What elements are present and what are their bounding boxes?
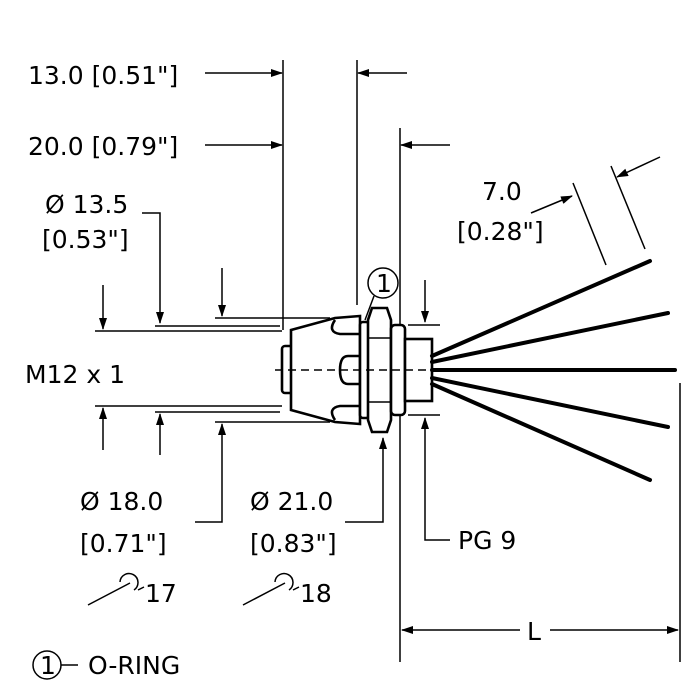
dia-21-inch: [0.83"] (250, 529, 337, 558)
dia-21-mm: Ø 21.0 (250, 487, 333, 516)
dia-13-5-inch: [0.53"] (42, 225, 129, 254)
dia-18-inch: [0.71"] (80, 529, 167, 558)
dimension-dia-21: Ø 21.0 [0.83"] 18 (242, 437, 387, 608)
dim-20-label: 20.0 [0.79"] (28, 132, 178, 161)
callout-number: 1 (376, 269, 392, 298)
dia-13-5-mm: Ø 13.5 (45, 190, 128, 219)
dim-13-label: 13.0 [0.51"] (28, 61, 178, 90)
wires (430, 259, 677, 482)
dia-18-mm: Ø 18.0 (80, 487, 163, 516)
wrench-icon (242, 572, 300, 606)
dimension-dia-13-5: Ø 13.5 [0.53"] (42, 190, 280, 455)
strip-inch: [0.28"] (457, 217, 544, 246)
dimension-20: 20.0 [0.79"] (28, 128, 450, 662)
strip-mm: 7.0 (482, 177, 522, 206)
wrench-17-size: 17 (145, 579, 177, 608)
wire (430, 382, 652, 482)
connector (275, 306, 440, 434)
wrench-icon (87, 572, 145, 606)
thread-label: M12 x 1 (25, 360, 125, 389)
legend: 1 O-RING (32, 650, 180, 680)
dimension-length: L (401, 383, 681, 662)
legend-number: 1 (40, 651, 56, 680)
wire (430, 259, 652, 358)
dimension-13: 13.0 [0.51"] (28, 60, 407, 330)
wrench-18-size: 18 (300, 579, 332, 608)
dimension-strip: 7.0 [0.28"] (457, 156, 661, 266)
dimension-dia-18: Ø 18.0 [0.71"] 17 (80, 268, 330, 608)
pg9-label: PG 9 (458, 526, 516, 555)
dimension-thread: M12 x 1 (25, 285, 282, 450)
wire (430, 311, 670, 364)
o-ring-callout: 1 (364, 267, 399, 321)
dimension-pg9: PG 9 (408, 280, 516, 555)
legend-label: O-RING (88, 651, 180, 680)
wire (430, 376, 670, 429)
length-label: L (527, 617, 541, 646)
